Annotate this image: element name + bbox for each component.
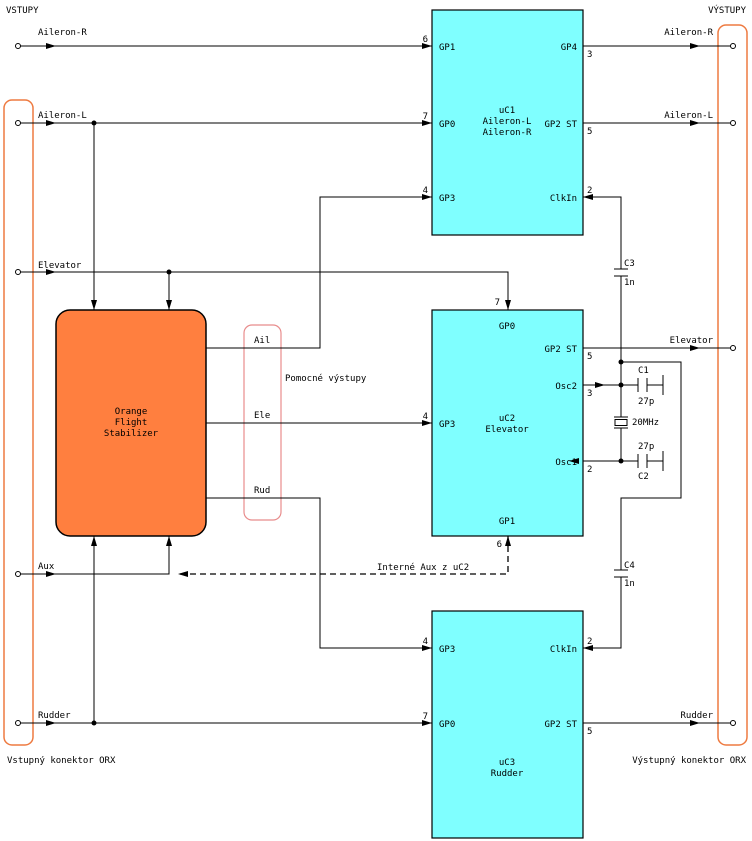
input-label-elevator: Elevator — [38, 261, 82, 271]
outputs-title: VÝSTUPY — [708, 4, 747, 16]
output-label-aileron-r: Aileron-R — [664, 28, 713, 38]
stabilizer-out-ail: Ail — [254, 336, 270, 346]
uc1-gp3-label: GP3 — [439, 194, 455, 204]
capacitor-c4 — [614, 569, 628, 578]
uc2-block — [431, 309, 584, 537]
uc1-gp1-pin: 6 — [423, 35, 428, 45]
uc3-gp0-pin: 7 — [423, 712, 428, 722]
uc2-gp2-pin: 5 — [587, 352, 592, 362]
uc2-osc2-label: Osc2 — [555, 382, 577, 392]
uc2-gp3-pin: 4 — [423, 412, 428, 422]
c1-value: 27p — [638, 397, 654, 407]
uc3-gp0-label: GP0 — [439, 720, 455, 730]
uc3-gp2-pin: 5 — [587, 727, 592, 737]
capacitor-c3 — [614, 268, 628, 277]
wires — [18, 45, 733, 724]
output-connector-label: Výstupný konektor ORX — [632, 756, 746, 766]
internal-aux-line — [178, 536, 509, 575]
uc1-gp2-pin: 5 — [587, 127, 592, 137]
input-label-aileron-r: Aileron-R — [38, 28, 87, 38]
stabilizer-name-3: Stabilizer — [104, 429, 159, 439]
input-label-rudder: Rudder — [38, 711, 71, 721]
uc1-clk-pin: 2 — [587, 186, 592, 196]
c2-value: 27p — [638, 442, 654, 452]
c2-name: C2 — [638, 472, 649, 482]
uc3-clk-label: ClkIn — [550, 645, 577, 655]
crystal-20mhz — [614, 416, 628, 429]
c4-value: 1n — [624, 579, 635, 589]
uc1-gp0-pin: 7 — [423, 112, 428, 122]
c4-name: C4 — [624, 561, 635, 571]
uc2-gp3-label: GP3 — [439, 420, 455, 430]
uc2-osc2-pin: 3 — [587, 389, 592, 399]
uc1-name-1: uC1 — [499, 106, 515, 116]
input-connector-label: Vstupný konektor ORX — [7, 756, 116, 766]
uc2-osc1-label: Osc1 — [555, 458, 577, 468]
uc3-name-1: uC3 — [499, 758, 515, 768]
uc1-gp2-label: GP2 ST — [544, 120, 577, 130]
c3-value: 1n — [624, 278, 635, 288]
uc2-gp0-pin: 7 — [495, 298, 500, 308]
uc1-name-3: Aileron-R — [483, 128, 532, 138]
terminals — [15, 43, 736, 726]
uc2-gp0-label: GP0 — [499, 322, 515, 332]
uc2-name-1: uC2 — [499, 414, 515, 424]
stabilizer-name-2: Flight — [115, 418, 148, 428]
uc3-gp2-label: GP2 ST — [544, 720, 577, 730]
uc3-gp3-pin: 4 — [423, 637, 428, 647]
c1-name: C1 — [638, 366, 649, 376]
output-label-rudder: Rudder — [680, 711, 713, 721]
uc3-name-2: Rudder — [491, 769, 524, 779]
input-label-aux: Aux — [38, 562, 55, 572]
stabilizer-out-rud: Rud — [254, 486, 270, 496]
capacitor-c2 — [637, 451, 664, 471]
output-label-elevator: Elevator — [670, 336, 714, 346]
arrowheads — [46, 43, 700, 726]
uc2-name-2: Elevator — [485, 425, 529, 435]
uc1-clk-label: ClkIn — [550, 194, 577, 204]
stabilizer-out-ele: Ele — [254, 411, 270, 421]
input-connector-outline — [3, 99, 34, 746]
uc1-name-2: Aileron-L — [483, 117, 532, 127]
uc2-gp1-pin: 6 — [497, 540, 502, 550]
uc1-gp1-label: GP1 — [439, 43, 455, 53]
capacitor-c1 — [637, 375, 664, 395]
uc1-gp0-label: GP0 — [439, 120, 455, 130]
uc1-gp3-pin: 4 — [423, 186, 428, 196]
aux-group-label: Pomocné výstupy — [285, 373, 367, 384]
c3-name: C3 — [624, 259, 635, 269]
uc1-gp4-label: GP4 — [561, 43, 577, 53]
internal-aux-label: Interné Aux z uC2 — [377, 562, 469, 573]
uc1-block — [431, 9, 584, 236]
uc2-gp2-label: GP2 ST — [544, 345, 577, 355]
uc3-clk-pin: 2 — [587, 637, 592, 647]
uc3-block — [431, 610, 584, 839]
output-connector-outline — [717, 24, 748, 746]
crystal-label: 20MHz — [632, 418, 659, 428]
uc2-osc1-pin: 2 — [587, 465, 592, 475]
uc1-gp4-pin: 3 — [587, 50, 592, 60]
uc2-gp1-label: GP1 — [499, 517, 515, 527]
input-label-aileron-l: Aileron-L — [38, 111, 87, 121]
uc3-gp3-label: GP3 — [439, 645, 455, 655]
output-label-aileron-l: Aileron-L — [664, 111, 713, 121]
junction-dots — [91, 120, 624, 726]
inputs-title: VSTUPY — [6, 6, 39, 16]
stabilizer-name-1: Orange — [115, 407, 148, 417]
